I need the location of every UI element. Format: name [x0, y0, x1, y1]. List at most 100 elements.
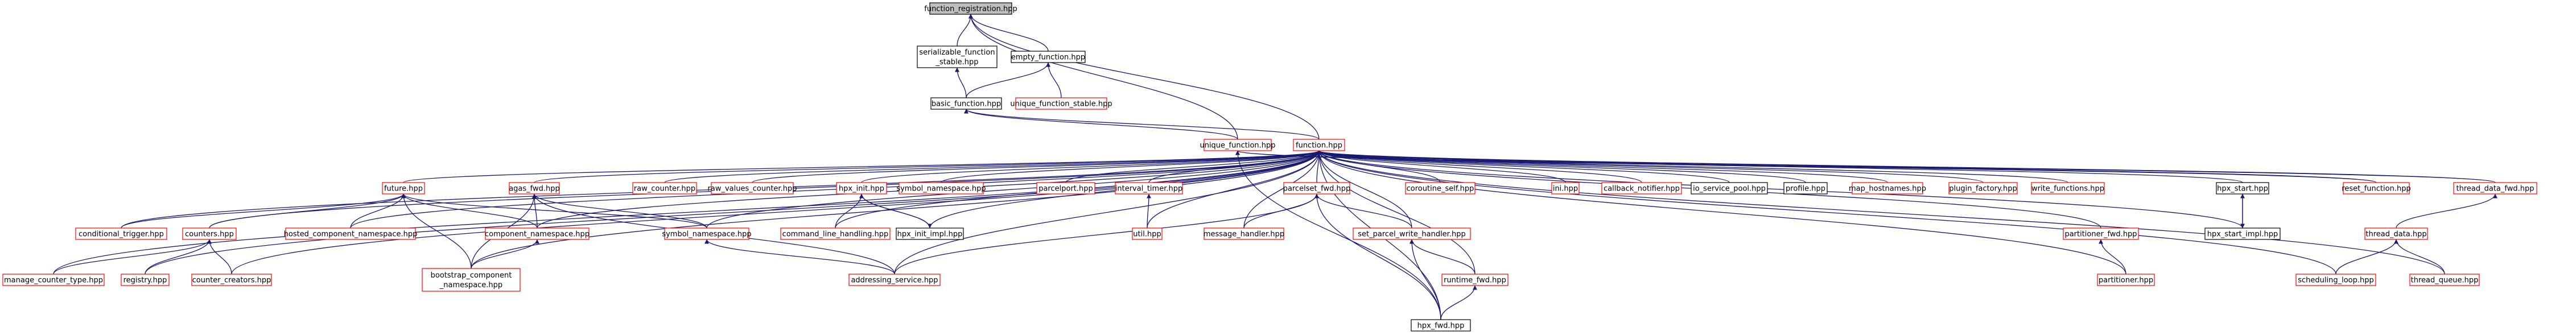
node-label: unique_function_stable.hpp — [1010, 100, 1112, 109]
node-hpx-init[interactable]: hpx_init.hpp — [836, 182, 887, 195]
node-hpx-init-impl[interactable]: hpx_init_impl.hpp — [896, 228, 964, 240]
edge-scheduling_loop-to-function — [1317, 150, 2336, 275]
edge-hpx_start_impl-to-function — [1317, 150, 2243, 229]
node-profile[interactable]: profile.hpp — [1783, 182, 1828, 195]
node-write-functions[interactable]: write_functions.hpp — [2031, 182, 2105, 195]
node-label: serializable_function — [919, 48, 995, 57]
node-box — [2343, 182, 2410, 195]
node-function-registration: function_registration.hpp — [924, 2, 1017, 15]
edge-write_functions-to-function — [1317, 150, 2068, 183]
node-box — [1852, 182, 1923, 195]
node-counter-creators[interactable]: counter_creators.hpp — [191, 274, 272, 286]
node-reset-function[interactable]: reset_function.hpp — [2342, 182, 2411, 195]
node-conditional-trigger[interactable]: conditional_trigger.hpp — [75, 228, 167, 240]
edge-symbol_namespace_mid-to-agas_fwd — [532, 193, 707, 229]
node-coroutine-self[interactable]: coroutine_self.hpp — [1405, 182, 1475, 195]
node-label: future.hpp — [384, 185, 423, 193]
edge-thread_data_fwd-to-function — [1317, 150, 2496, 183]
node-runtime-fwd[interactable]: runtime_fwd.hpp — [1441, 274, 1508, 286]
node-set-parcel-write-handler[interactable]: set_parcel_write_handler.hpp — [1353, 228, 1471, 240]
node-symbol-namespace-top[interactable]: symbol_namespace.hpp — [896, 182, 986, 195]
node-ini[interactable]: ini.hpp — [1551, 182, 1580, 195]
node-box — [1948, 182, 2018, 195]
node-registry[interactable]: registry.hpp — [121, 274, 170, 286]
node-hosted-component-namespace[interactable]: hosted_component_namespace.hpp — [284, 228, 418, 240]
node-callback-notifier[interactable]: callback_notifier.hpp — [1601, 182, 1682, 195]
edge-manage_counter_type-to-function — [53, 150, 1321, 275]
edge-unique_function_nonser-to-empty_function — [1046, 62, 1062, 98]
node-partitioner[interactable]: partitioner.hpp — [2097, 274, 2155, 286]
node-function[interactable]: function.hpp — [1293, 139, 1345, 151]
node-label: basic_function.hpp — [932, 100, 1001, 109]
node-thread-data-fwd[interactable]: thread_data_fwd.hpp — [2453, 182, 2537, 195]
node-label: raw_counter.hpp — [634, 185, 695, 193]
edge-counter_creators-to-counters — [207, 239, 232, 275]
edge-serializable_function-to-function_registration — [957, 14, 973, 47]
node-raw-counter[interactable]: raw_counter.hpp — [632, 182, 697, 195]
node-manage-counter-type[interactable]: manage_counter_type.hpp — [2, 274, 105, 286]
node-parcelset-fwd[interactable]: parcelset_fwd.hpp — [1283, 182, 1351, 195]
node-util[interactable]: util.hpp — [1132, 228, 1163, 240]
node-unique-function[interactable]: unique_function.hpp — [1200, 139, 1276, 151]
node-raw-values-counter[interactable]: raw_values_counter.hpp — [708, 182, 797, 195]
node-partitioner-fwd[interactable]: partitioner_fwd.hpp — [2063, 228, 2139, 240]
node-plugin-factory[interactable]: plugin_factory.hpp — [1948, 182, 2018, 195]
node-label: thread_queue.hpp — [2411, 276, 2479, 285]
node-box — [1441, 274, 1508, 286]
edge-function-to-basic_function — [964, 109, 1320, 140]
node-counters[interactable]: counters.hpp — [182, 228, 237, 240]
edge-bootstrap_component_namespace-to-function — [471, 150, 1321, 269]
edge-runtime_fwd-to-function — [1317, 150, 1475, 275]
node-box — [780, 228, 891, 240]
node-label: hosted_component_namespace.hpp — [284, 230, 418, 239]
node-thread-queue[interactable]: thread_queue.hpp — [2409, 274, 2480, 286]
node-command-line-handling[interactable]: command_line_handling.hpp — [780, 228, 891, 240]
node-box — [1783, 182, 1828, 195]
node-serializable-function[interactable]: serializable_function_stable.hpp — [917, 46, 998, 68]
node-hpx-start[interactable]: hpx_start.hpp — [2216, 182, 2269, 195]
edge-conditional_trigger-to-future — [121, 193, 406, 229]
edge-map_hostnames-to-function — [1317, 150, 1888, 183]
node-box — [1293, 139, 1345, 151]
node-message-handler[interactable]: message_handler.hpp — [1203, 228, 1284, 240]
node-label: callback_notifier.hpp — [1604, 185, 1680, 193]
node-bootstrap-component-namespace[interactable]: bootstrap_component_namespace.hpp — [422, 268, 521, 292]
node-box — [75, 228, 167, 240]
edge-partitioner-to-function — [1317, 150, 2126, 275]
node-parcelport[interactable]: parcelport.hpp — [1036, 182, 1095, 195]
edge-agas_fwd-to-function — [534, 150, 1321, 183]
node-label: set_parcel_write_handler.hpp — [1358, 230, 1465, 239]
node-label: hpx_fwd.hpp — [1417, 322, 1465, 330]
edge-empty_function-to-function_registration — [968, 14, 1049, 52]
node-symbol-namespace-mid[interactable]: symbol_namespace.hpp — [662, 228, 752, 240]
node-addressing-service[interactable]: addressing_service.hpp — [848, 274, 941, 286]
node-label: agas_fwd.hpp — [509, 185, 560, 193]
edge-component_namespace-to-future — [401, 193, 538, 229]
node-scheduling-loop[interactable]: scheduling_loop.hpp — [2295, 274, 2376, 286]
node-unique-function-nonser[interactable]: unique_function_stable.hpp — [1010, 97, 1112, 110]
edge-set_parcel_write_handler-to-parcelset_fwd — [1314, 193, 1412, 229]
node-hpx-fwd[interactable]: hpx_fwd.hpp — [1411, 319, 1471, 332]
node-box — [121, 274, 170, 286]
node-box — [382, 182, 425, 195]
node-io-service-pool[interactable]: io_service_pool.hpp — [1691, 182, 1768, 195]
node-component-namespace[interactable]: component_namespace.hpp — [485, 228, 590, 240]
node-label: function.hpp — [1296, 142, 1342, 150]
node-empty-function[interactable]: empty_function.hpp — [1011, 51, 1086, 63]
edge-runtime_fwd-to-set_parcel_write_handler — [1409, 239, 1475, 275]
node-label: empty_function.hpp — [1011, 53, 1085, 62]
edge-future-to-function — [403, 150, 1321, 183]
node-hpx-start-impl[interactable]: hpx_start_impl.hpp — [2204, 228, 2281, 240]
file-nodes: function_registration.hpp serializable_fu… — [2, 2, 2537, 332]
node-future[interactable]: future.hpp — [382, 182, 425, 195]
node-map-hostnames[interactable]: map_hostnames.hpp — [1849, 182, 1926, 195]
node-box — [422, 268, 521, 292]
node-label: hpx_start.hpp — [2217, 185, 2268, 193]
edge-hosted_component_namespace-to-future — [350, 193, 406, 229]
node-interval-timer[interactable]: interval_timer.hpp — [1115, 182, 1183, 195]
node-agas-fwd[interactable]: agas_fwd.hpp — [509, 182, 560, 195]
node-basic-function[interactable]: basic_function.hpp — [930, 97, 1002, 110]
node-box — [1405, 182, 1475, 195]
node-label: bootstrap_component — [431, 271, 512, 280]
node-thread-data[interactable]: thread_data.hpp — [2364, 228, 2428, 240]
